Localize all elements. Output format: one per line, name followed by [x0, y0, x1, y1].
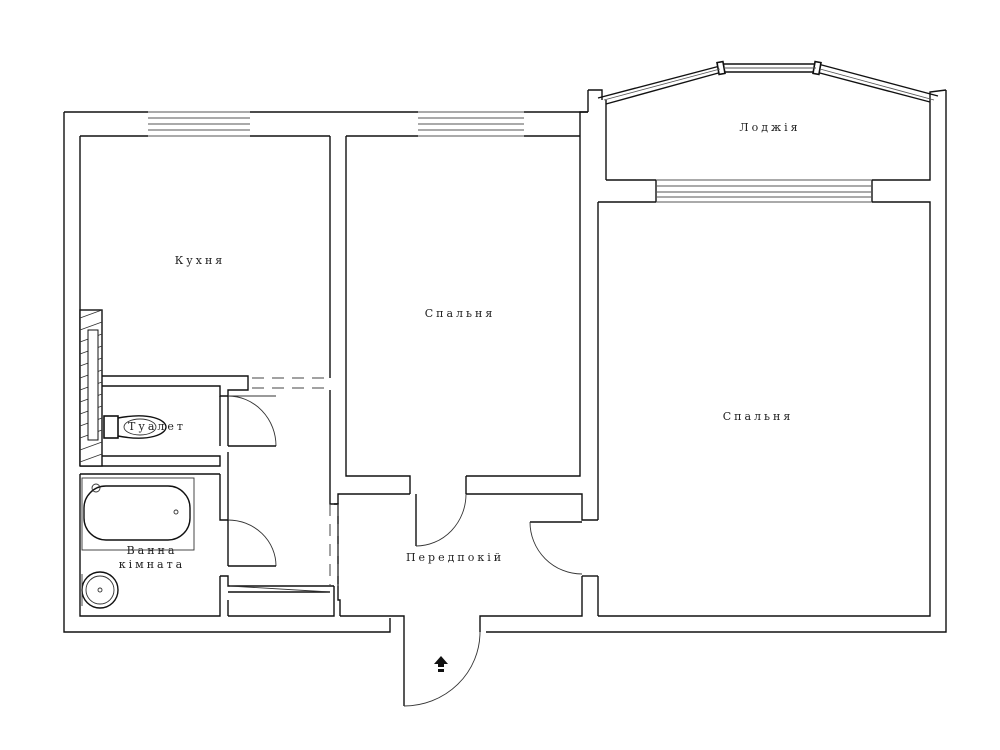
fixtures: [81, 415, 195, 609]
label-loggia: Лоджія: [739, 121, 800, 134]
ventilation-shaft: [79, 309, 103, 467]
label-kitchen: Кухня: [175, 254, 225, 267]
entrance-arrow-icon: [434, 656, 448, 672]
doors: [227, 395, 583, 707]
outer-walls: [63, 60, 947, 633]
label-bedroom-large: Спальня: [723, 410, 794, 423]
label-toilet: Туалет: [128, 420, 186, 433]
sink: [81, 571, 119, 609]
label-bathroom-line1: Ванна: [127, 544, 178, 557]
room-labels: Кухня Спальня Спальня Лоджія Туалет Ванн…: [119, 121, 800, 571]
bathtub: [81, 477, 195, 551]
windows: [148, 67, 935, 203]
label-bathroom-line2: кімната: [119, 558, 185, 571]
label-hallway: Передпокій: [406, 551, 504, 564]
toilet-bowl: [103, 415, 167, 439]
label-bedroom-small: Спальня: [425, 307, 496, 320]
dashed-openings: [252, 377, 339, 586]
